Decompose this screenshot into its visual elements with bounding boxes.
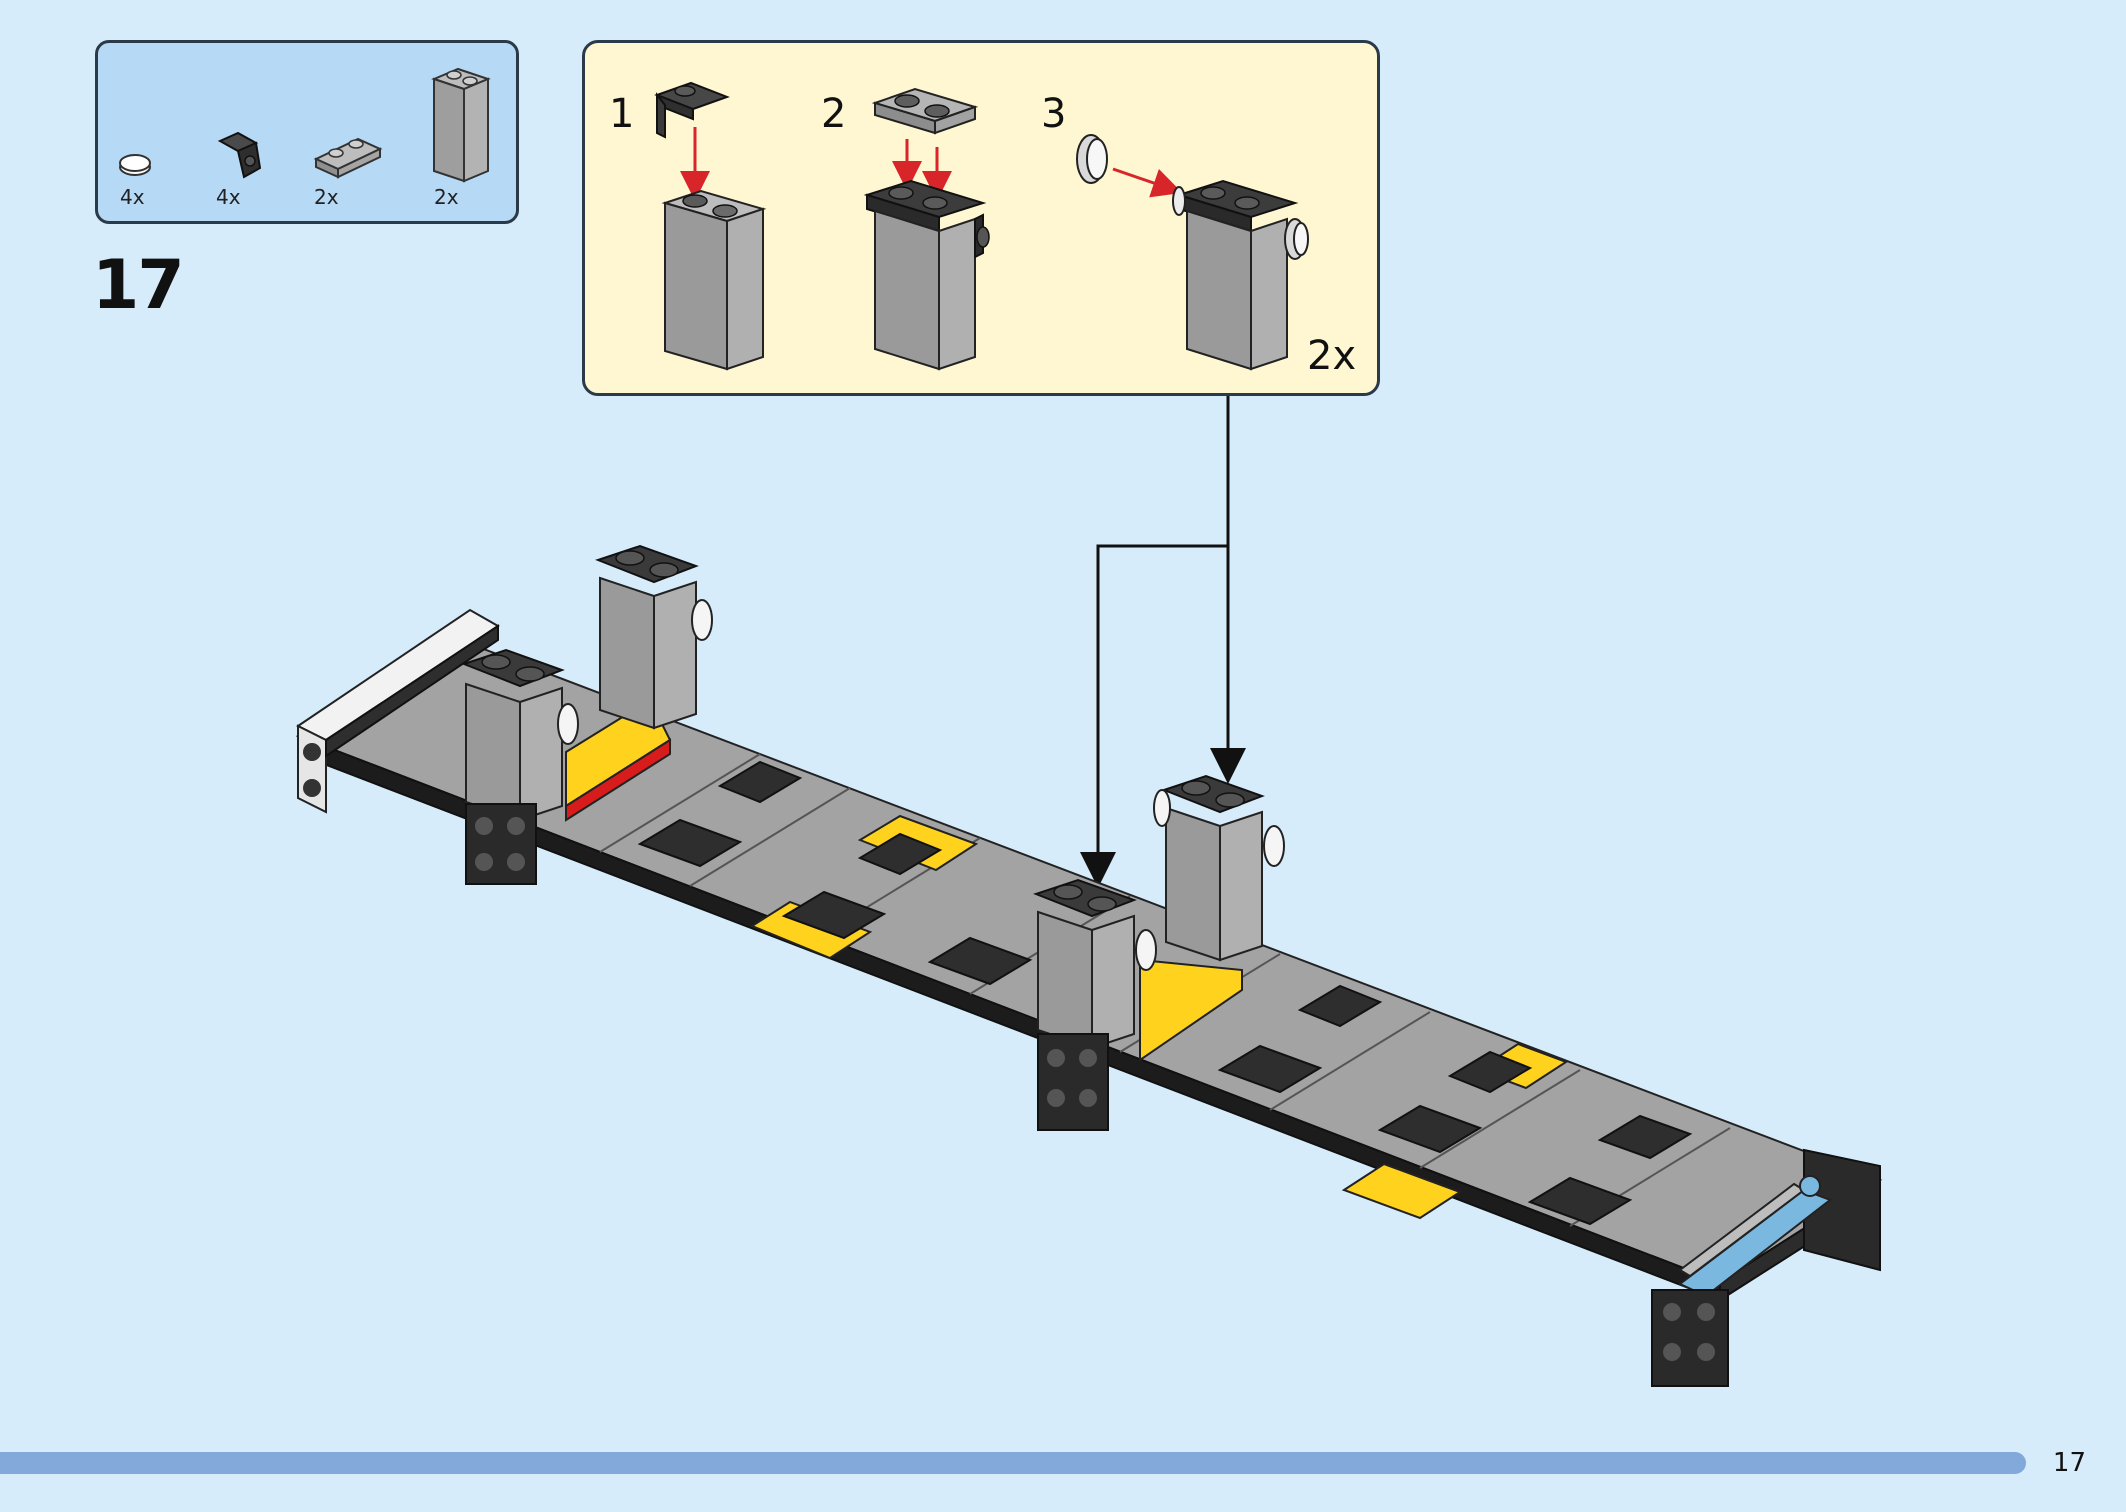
page-number: 17 [2052, 1448, 2086, 1478]
round-tile-part-icon [119, 154, 151, 176]
sub-step-1-brick [661, 189, 767, 371]
bracket-part-icon [217, 131, 262, 179]
right-end-piece [1651, 1148, 1881, 1387]
sub-step-3-number: 3 [1041, 91, 1067, 137]
sub-step-3-arrow [1112, 167, 1183, 198]
pillar-front-left [461, 648, 579, 885]
yellow-tiles [565, 698, 1569, 1220]
part-qty-round-tile: 4x [120, 185, 145, 209]
tall-brick-part-icon [431, 67, 491, 183]
parts-list-box: 4x 4x 2x 2x [95, 40, 519, 224]
black-plate-details [637, 760, 1693, 1226]
step-number: 17 [92, 246, 185, 325]
sub-step-3-round-tile [1076, 134, 1108, 184]
sub-step-1-bracket [654, 81, 730, 139]
pillar-front-middle [1033, 878, 1157, 1131]
sub-step-2-brick [863, 179, 990, 371]
sub-assembly-box: 1 2 3 2x [582, 40, 1380, 396]
part-qty-brick: 2x [434, 185, 459, 209]
sub-step-1-number: 1 [609, 91, 635, 137]
sub-assembly-illustration [654, 81, 1309, 371]
sub-step-2-number: 2 [821, 91, 847, 137]
sub-assembly-multiplier: 2x [1307, 333, 1357, 379]
progress-bar [0, 1452, 2026, 1474]
sub-step-3-brick [1172, 179, 1309, 371]
pillar-back-left [595, 544, 713, 730]
placement-arrows [1080, 396, 1246, 888]
plate-part-icon [313, 137, 383, 179]
sub-step-2-plate [871, 87, 979, 135]
part-qty-bracket: 4x [216, 185, 241, 209]
part-qty-plate: 2x [314, 185, 339, 209]
parts-list-illustration [119, 67, 491, 183]
pillar-back-middle [1153, 774, 1285, 962]
left-end-piece [296, 608, 500, 814]
